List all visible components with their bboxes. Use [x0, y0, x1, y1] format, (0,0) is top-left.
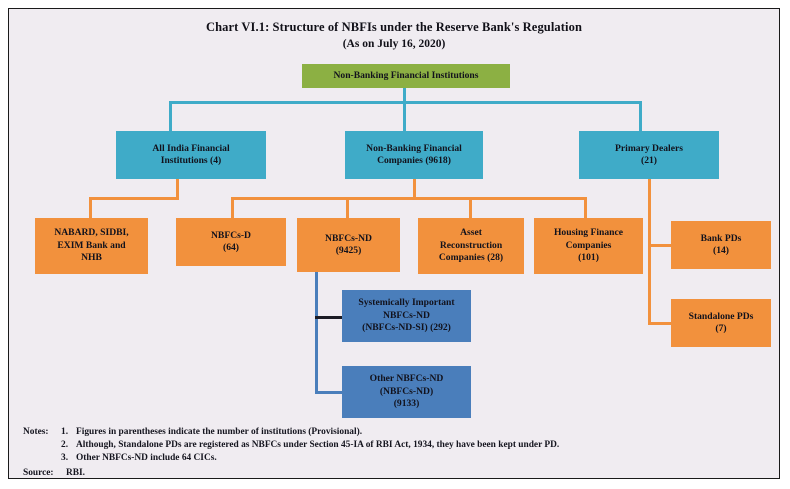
- node-label-line2: (7): [715, 323, 727, 334]
- node-label-line1: Primary Dealers: [615, 142, 683, 154]
- node-label-line1: Housing Finance: [553, 227, 624, 239]
- chart-frame: Chart VI.1: Structure of NBFIs under the…: [8, 8, 780, 479]
- note-row-1: Notes: 1. Figures in parentheses indicat…: [23, 426, 767, 439]
- node-nbfcs-d[interactable]: NBFCs-D (64): [176, 218, 286, 266]
- connector-root-stem: [403, 87, 406, 133]
- node-label-line1: NABARD, SIDBI,: [54, 227, 129, 239]
- connector-nbfc-stem: [413, 179, 416, 199]
- connector-aifi-drop-nabard: [89, 197, 92, 219]
- connector-pd-stem: [648, 179, 651, 325]
- node-non-banking-financial-companies[interactable]: Non-Banking Financial Companies (9618): [345, 131, 483, 179]
- node-label-line1: Systemically Important: [358, 297, 455, 309]
- node-label-line2: Companies: [565, 239, 612, 251]
- note-text: Figures in parentheses indicate the numb…: [76, 427, 363, 437]
- node-label-line2: (64): [223, 242, 239, 253]
- chart-title-block: Chart VI.1: Structure of NBFIs under the…: [9, 19, 779, 52]
- note-number: 1.: [61, 427, 69, 437]
- note-text: Other NBFCs-ND include 64 CICs.: [76, 453, 217, 464]
- footer-notes: Notes: 1. Figures in parentheses indicat…: [23, 426, 767, 480]
- note-number: 3.: [61, 453, 69, 464]
- source-row: Source: RBI.: [23, 467, 767, 480]
- node-other-nbfcs-nd[interactable]: Other NBFCs-ND (NBFCs-ND) (9133): [342, 366, 471, 418]
- node-standalone-pds[interactable]: Standalone PDs (7): [671, 299, 771, 347]
- node-label-line2: Institutions (4): [160, 155, 222, 166]
- node-all-india-financial-institutions[interactable]: All India Financial Institutions (4): [116, 131, 266, 179]
- node-label-line2: (NBFCs-ND): [379, 385, 434, 397]
- node-label-line2: Companies (9618): [377, 155, 451, 166]
- connector-level2-drop-pd: [639, 101, 642, 133]
- connector-nbfc-drop-nbfcnd: [346, 197, 349, 219]
- node-label-line1: Bank PDs: [700, 232, 742, 244]
- connector-aifi-bus: [89, 197, 179, 200]
- node-label-line2: (9425): [335, 245, 362, 256]
- node-systemically-important-nbfcs-nd[interactable]: Systemically Important NBFCs-ND (NBFCs-N…: [342, 290, 471, 342]
- connector-pd-stub-standalonepd: [648, 322, 672, 325]
- connector-aifi-stem: [176, 179, 179, 199]
- node-label-line2: EXIM Bank and: [57, 239, 126, 251]
- node-label-line2: (14): [713, 245, 729, 256]
- node-label-line1: NBFCs-ND: [325, 232, 372, 244]
- chart-title: Chart VI.1: Structure of NBFIs under the…: [205, 20, 583, 34]
- node-label-line2: NBFCs-ND: [383, 309, 430, 321]
- node-label-line2: Reconstruction: [439, 239, 503, 251]
- node-label-line3: (9133): [393, 398, 420, 410]
- connector-nbfc-drop-hfc: [584, 197, 587, 219]
- note-row-3: 3. Other NBFCs-ND include 64 CICs.: [23, 452, 767, 465]
- chart-subtitle: (As on July 16, 2020): [342, 38, 446, 50]
- node-label-line3: Companies (28): [438, 252, 504, 264]
- node-non-banking-financial-institutions[interactable]: Non-Banking Financial Institutions: [302, 64, 510, 88]
- note-spacer: [23, 452, 61, 465]
- connector-level2-bus: [169, 101, 642, 104]
- note-text: Although, Standalone PDs are registered …: [76, 440, 560, 451]
- connector-nbfcnd-stub-othernd: [315, 391, 343, 394]
- node-label-line1: All India Financial: [152, 142, 230, 154]
- connector-nbfcnd-stem: [315, 272, 318, 394]
- node-primary-dealers[interactable]: Primary Dealers (21): [579, 131, 719, 179]
- node-nbfcs-nd[interactable]: NBFCs-ND (9425): [297, 218, 400, 272]
- node-label-line1: Other NBFCs-ND: [369, 373, 444, 385]
- connector-level2-drop-aifi: [169, 101, 172, 133]
- connector-nbfcnd-stub-ndsi: [315, 316, 343, 319]
- node-nabard-sidbi-exim-nhb[interactable]: NABARD, SIDBI, EXIM Bank and NHB: [35, 218, 148, 274]
- node-label-line2: (21): [641, 155, 657, 166]
- node-label-line1: Non-Banking Financial: [366, 142, 462, 154]
- node-label-line1: Standalone PDs: [688, 310, 754, 322]
- connector-nbfc-drop-arc: [469, 197, 472, 219]
- node-asset-reconstruction-companies[interactable]: Asset Reconstruction Companies (28): [418, 218, 524, 274]
- connector-nbfc-drop-nbfcd: [231, 197, 234, 219]
- node-label-line1: NBFCs-D: [211, 229, 251, 241]
- node-label-line3: (101): [578, 252, 599, 264]
- note-row-2: 2. Although, Standalone PDs are register…: [23, 439, 767, 452]
- node-label-line3: NHB: [81, 252, 102, 264]
- node-label: Non-Banking Financial Institutions: [333, 69, 479, 81]
- connector-pd-stub-bankpd: [648, 244, 672, 247]
- note-spacer: [23, 439, 61, 452]
- node-label-line3: (NBFCs-ND-SI) (292): [362, 322, 451, 334]
- source-label: Source:: [23, 467, 54, 478]
- note-number: 2.: [61, 440, 69, 451]
- source-value: RBI.: [66, 467, 86, 478]
- connector-nbfc-bus: [231, 197, 587, 200]
- notes-label: Notes:: [23, 427, 49, 437]
- node-housing-finance-companies[interactable]: Housing Finance Companies (101): [534, 218, 643, 274]
- node-bank-pds[interactable]: Bank PDs (14): [671, 221, 771, 269]
- node-label-line1: Asset: [460, 227, 482, 239]
